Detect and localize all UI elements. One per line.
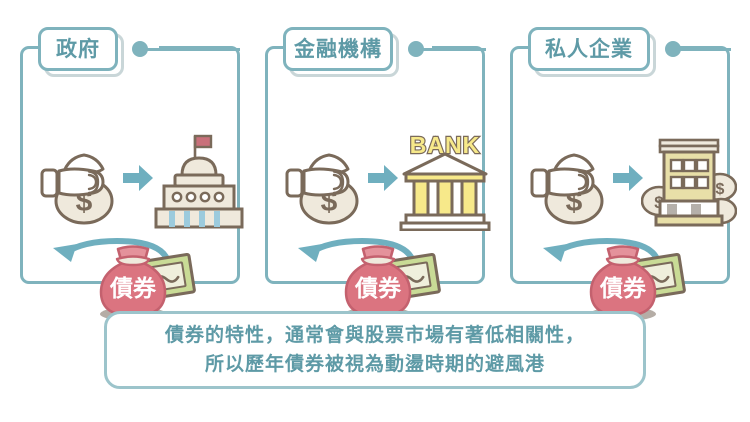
- connector-government: [132, 41, 240, 57]
- flow-row-outgoing: $ BANK: [268, 131, 491, 241]
- office-building-with-money-bags-icon: $ $: [641, 138, 737, 227]
- bond-money-bag-icon: 債券: [99, 245, 167, 321]
- panel-label-text: 金融機構: [294, 37, 382, 61]
- label-chip-financial-institution[interactable]: 金融機構: [283, 27, 399, 77]
- label-chip-private-enterprise[interactable]: 私人企業: [528, 27, 656, 77]
- panel-government: $: [20, 44, 244, 321]
- label-chip-government[interactable]: 政府: [38, 27, 124, 77]
- connector-private-enterprise: [665, 41, 731, 57]
- arrow-right-icon: [613, 165, 643, 191]
- flow-row-bond-return: 債券: [268, 225, 482, 325]
- caption-line-2: 所以歷年債券被視為動盪時期的避風港: [204, 353, 545, 375]
- panel-label-text: 私人企業: [545, 37, 633, 61]
- connector-dot-icon: [665, 41, 681, 57]
- bond-money-bag-icon: 債券: [589, 245, 657, 321]
- chip-body[interactable]: 私人企業: [528, 27, 650, 71]
- flow-row-bond-return: 債券: [513, 225, 727, 325]
- arrow-right-icon: [368, 165, 398, 191]
- connector-dot-icon: [408, 41, 424, 57]
- bond-bag-label: 債券: [109, 275, 157, 301]
- hand-holding-money-bag-icon: $: [285, 153, 359, 225]
- curved-arrow-up-left-icon: [298, 237, 417, 268]
- bank-building-icon: BANK: [399, 131, 491, 231]
- chip-body[interactable]: 政府: [38, 27, 118, 71]
- flow-row-outgoing: $ $ $: [513, 131, 737, 241]
- hand-holding-money-bag-icon: $: [40, 153, 114, 225]
- bond-bag-label: 債券: [599, 275, 647, 301]
- connector-line: [421, 47, 486, 51]
- connector-line: [145, 47, 240, 51]
- panel-financial-institution: $ BANK: [265, 44, 491, 321]
- arrow-right-icon: [123, 165, 153, 191]
- caption-box: 債券的特性，通常會與股票市場有著低相關性， 所以歷年債券被視為動盪時期的避風港: [104, 311, 646, 389]
- hand-holding-money-bag-icon: $: [530, 153, 604, 225]
- flow-row-bond-return: 債券: [23, 225, 237, 325]
- chip-body[interactable]: 金融機構: [283, 27, 393, 71]
- government-capitol-building-icon: [154, 134, 244, 229]
- connector-financial-institution: [408, 41, 486, 57]
- curved-arrow-up-left-icon: [53, 237, 172, 268]
- connector-line: [678, 47, 731, 51]
- panel-label-text: 政府: [56, 37, 100, 61]
- caption-line-1: 債券的特性，通常會與股票市場有著低相關性，: [164, 324, 585, 346]
- bond-bag-label: 債券: [354, 275, 402, 301]
- svg-text:$: $: [716, 181, 725, 198]
- bond-money-bag-icon: 債券: [344, 245, 412, 321]
- connector-dot-icon: [132, 41, 148, 57]
- curved-arrow-up-left-icon: [543, 237, 662, 268]
- flow-row-outgoing: $: [23, 131, 244, 241]
- panel-private-enterprise: $ $ $: [510, 44, 737, 321]
